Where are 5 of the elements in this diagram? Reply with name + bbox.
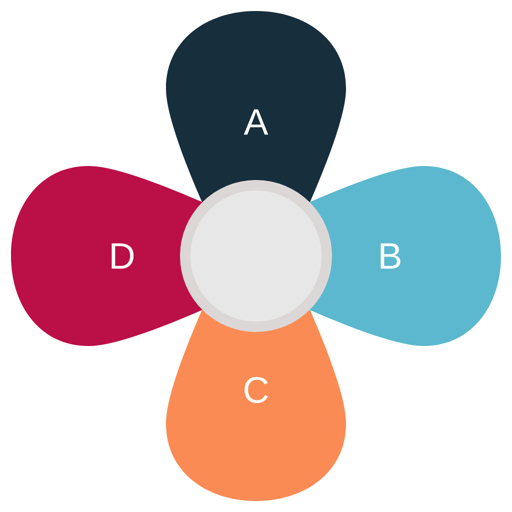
petal: D	[11, 166, 203, 346]
petal: A	[166, 11, 346, 203]
center-circle	[180, 180, 332, 332]
petal: C	[166, 309, 346, 501]
petal: B	[309, 166, 501, 346]
